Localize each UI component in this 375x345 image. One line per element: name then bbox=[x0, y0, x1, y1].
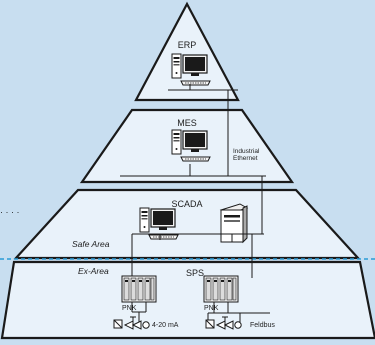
tier-scada bbox=[13, 188, 361, 260]
plc-right-label: PNK bbox=[204, 305, 219, 312]
plc-right-icon bbox=[203, 275, 239, 303]
network-label-line1: Industrial bbox=[233, 148, 260, 155]
tier-label-erp: ERP bbox=[178, 40, 197, 50]
network-label-line2: Ethernet bbox=[233, 155, 258, 162]
signal-label-left: 4-20 mA bbox=[152, 322, 179, 329]
tier-erp bbox=[134, 1, 240, 102]
scada-server-icon bbox=[219, 203, 249, 244]
industrial-ethernet-lines bbox=[120, 84, 266, 278]
tier-label-scada: SCADA bbox=[171, 199, 202, 209]
zone-label-safe: Safe Area bbox=[72, 239, 110, 249]
signal-label-right: Feldbus bbox=[250, 322, 275, 329]
tier-label-mes: MES bbox=[177, 118, 197, 128]
field-wiring bbox=[131, 302, 270, 324]
left-dots: · · · · bbox=[0, 207, 20, 217]
plc-left-icon bbox=[121, 275, 157, 303]
plc-left-label: PNK bbox=[122, 305, 137, 312]
tier-sps bbox=[0, 260, 375, 340]
tier-label-sps: SPS bbox=[186, 268, 204, 278]
zone-label-ex: Ex-Area bbox=[78, 266, 109, 276]
